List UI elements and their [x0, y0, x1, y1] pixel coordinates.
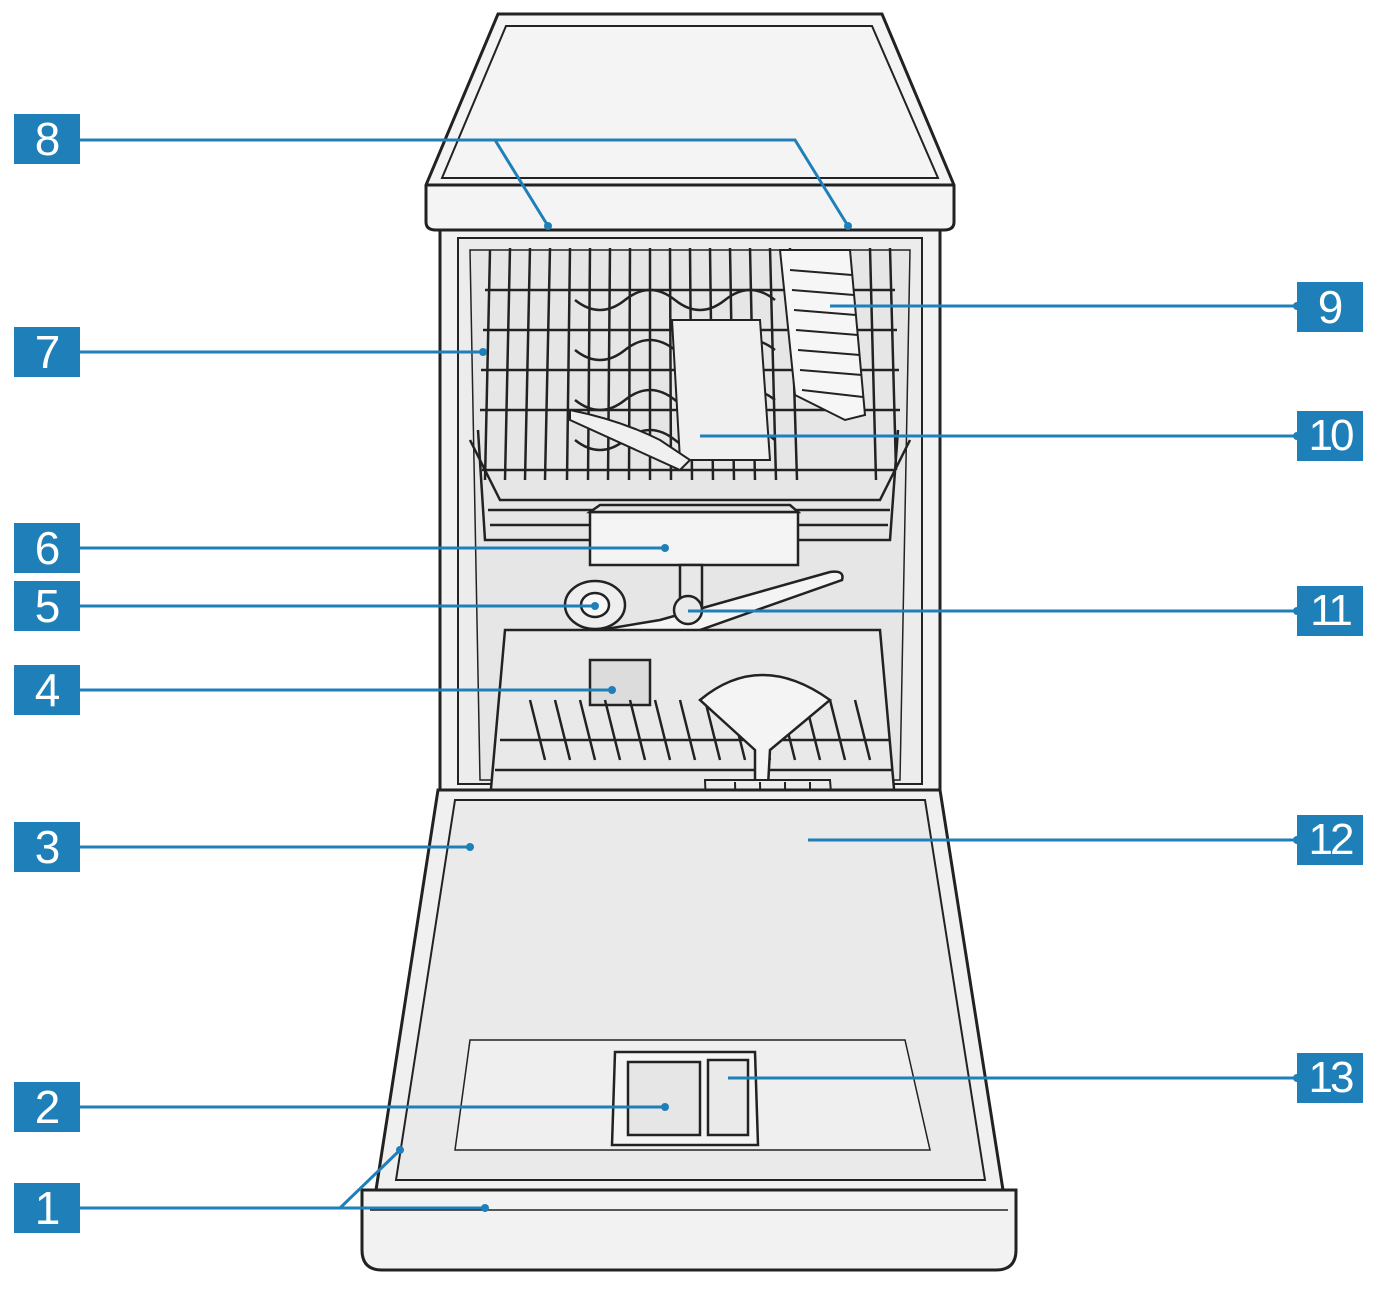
callout-badge-10: 10 [1297, 411, 1363, 461]
callout-badge-6: 6 [14, 523, 80, 573]
knife-shelf [569, 319, 772, 472]
callout-badge-8: 8 [14, 114, 80, 164]
leader-endpoint [479, 348, 487, 356]
callout-badge-12: 12 [1297, 815, 1363, 865]
leader-endpoint [481, 1204, 489, 1212]
leader-line-1 [80, 1146, 489, 1212]
callout-badge-2: 2 [14, 1082, 80, 1132]
leader-endpoint [661, 544, 669, 552]
leader-line-2 [80, 1103, 669, 1111]
leader-line-3 [80, 843, 474, 851]
leader-line-5 [80, 602, 599, 610]
callout-badge-7: 7 [14, 327, 80, 377]
callout-badge-5: 5 [14, 581, 80, 631]
leader-line-8 [80, 138, 852, 230]
leader-endpoint [608, 686, 616, 694]
dispensers [610, 1050, 760, 1147]
leader-line-6 [80, 544, 669, 552]
leader-endpoint [591, 602, 599, 610]
leader-line-4 [80, 686, 616, 694]
leader-endpoint [396, 1146, 404, 1154]
callout-badge-4: 4 [14, 665, 80, 715]
callout-badge-3: 3 [14, 822, 80, 872]
callout-badge-11: 11 [1297, 586, 1363, 636]
worktop [424, 12, 956, 232]
leader-endpoint [844, 222, 852, 230]
callout-badge-9: 9 [1297, 282, 1363, 332]
leader-line-7 [80, 348, 487, 356]
callout-badge-13: 13 [1297, 1053, 1363, 1103]
door [360, 788, 1018, 1272]
leader-endpoint [466, 843, 474, 851]
leader-endpoint [661, 1103, 669, 1111]
callout-badge-1: 1 [14, 1183, 80, 1233]
leader-endpoint [544, 222, 552, 230]
cup-rack-insert [778, 249, 867, 422]
